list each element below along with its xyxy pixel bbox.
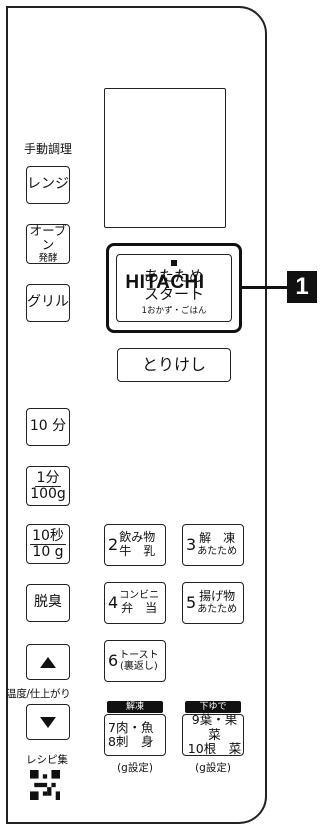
menu-button-4[interactable]: 4 コンビニ弁 当	[104, 582, 166, 624]
menu-button-7-8[interactable]: 7肉・魚 8刺 身	[104, 714, 166, 756]
thaw-tag: 解凍	[107, 701, 163, 713]
callout-line	[242, 286, 287, 289]
menu-button-9-10[interactable]: 9葉・果菜 10根 菜	[182, 713, 244, 756]
indicator-lamp	[171, 260, 177, 266]
manual-cooking-heading: 手動調理	[24, 142, 73, 156]
cancel-button[interactable]: とりけし	[117, 348, 231, 382]
ten-min-button[interactable]: 10 分	[26, 408, 70, 446]
up-arrow-icon	[40, 656, 56, 668]
menu-button-6[interactable]: 6 トースト(裏返し)	[104, 640, 166, 682]
start-button-highlight	[106, 243, 242, 333]
down-button[interactable]	[26, 704, 70, 740]
menu-button-2[interactable]: 2 飲み物牛 乳	[104, 524, 166, 566]
gram-setting-label-left: (g設定)	[117, 762, 153, 774]
down-arrow-icon	[40, 716, 56, 728]
qr-code-icon[interactable]	[30, 770, 60, 800]
temp-finish-label: 温度/仕上がり	[6, 688, 71, 700]
oven-button[interactable]: オーブン 発酵	[26, 224, 70, 264]
recipe-label: レシピ集	[26, 754, 68, 766]
boil-tag: 下ゆで	[185, 701, 241, 713]
grill-button[interactable]: グリル	[26, 284, 70, 322]
brand-logo: HITACHI	[125, 272, 205, 293]
up-button[interactable]	[26, 644, 70, 680]
callout-number: 1	[287, 271, 317, 303]
menu-button-5[interactable]: 5 揚げ物あたため	[182, 582, 244, 624]
display-window	[104, 88, 226, 228]
warm-start-button[interactable]: あたため スタート 1おかず・ごはん	[116, 254, 232, 322]
gram-setting-label-right: (g設定)	[195, 762, 231, 774]
range-button[interactable]: レンジ	[26, 166, 70, 204]
deodorize-button[interactable]: 脱臭	[26, 584, 70, 622]
menu-button-3[interactable]: 3 解 凍あたため	[182, 524, 244, 566]
